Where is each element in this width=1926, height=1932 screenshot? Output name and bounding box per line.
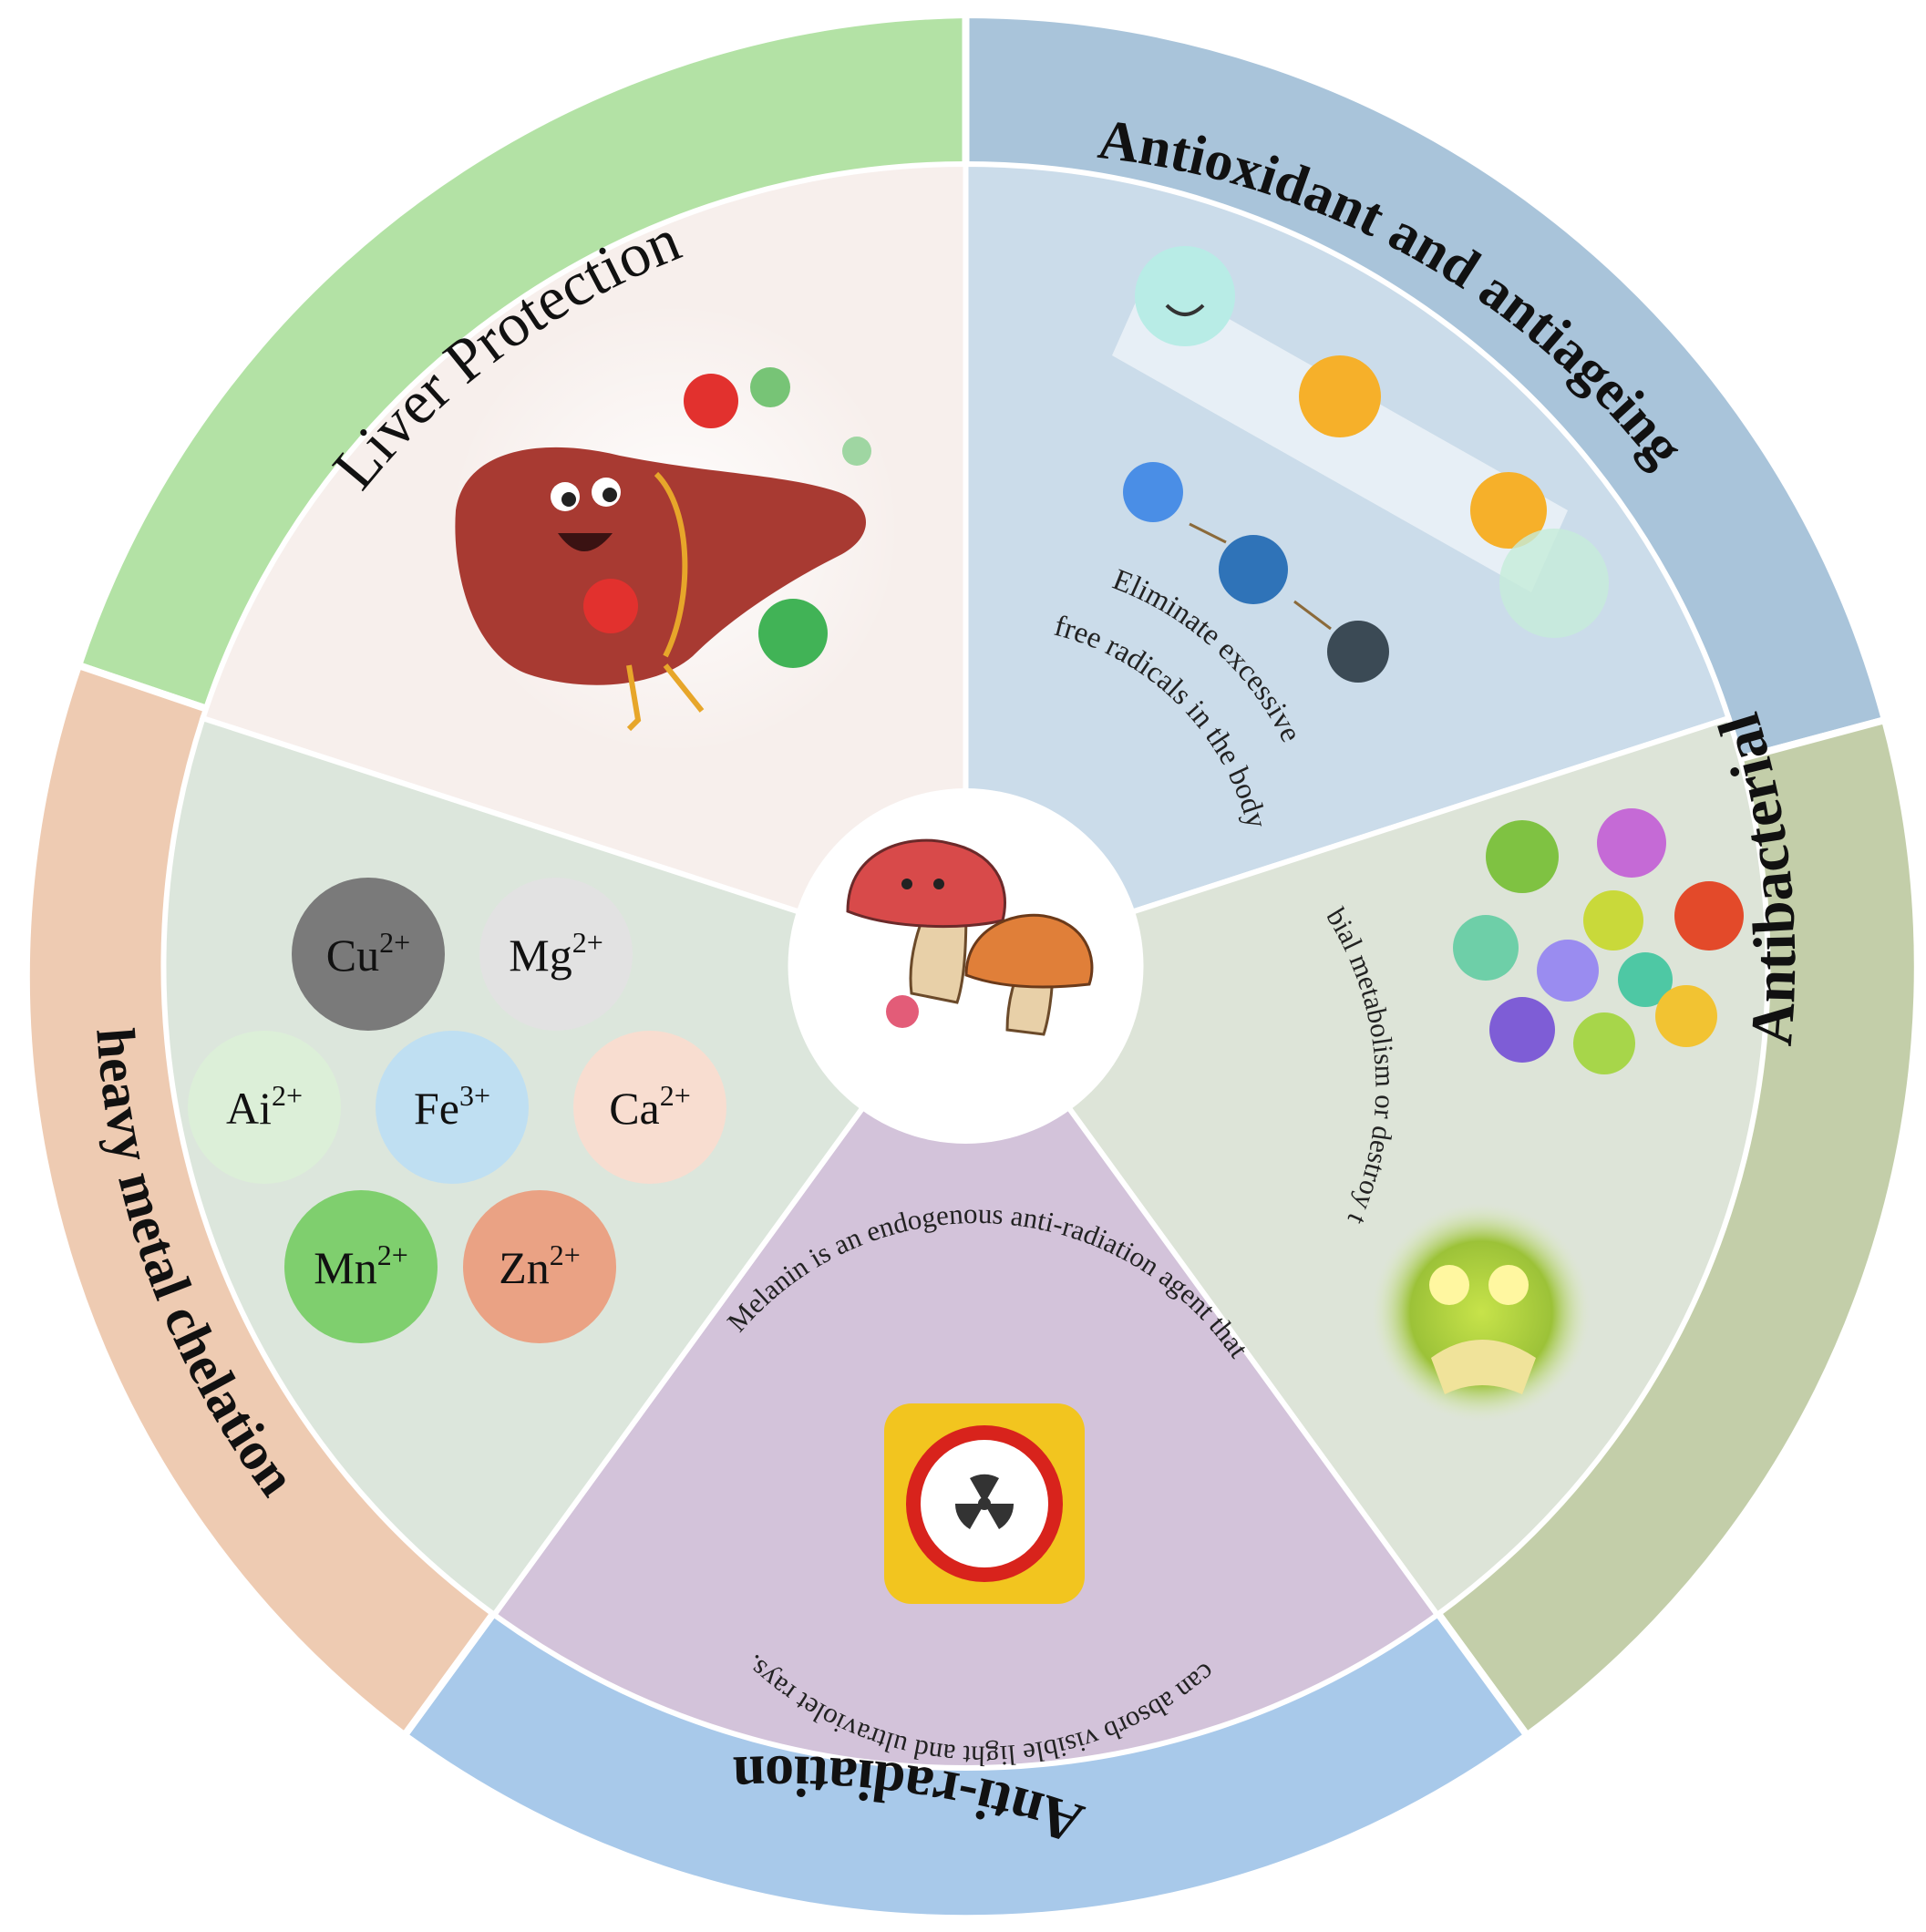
ion-fe: Fe3+	[376, 1031, 529, 1184]
ion-ai-label: Ai2+	[226, 1079, 303, 1134]
mushroom-mascot-icon	[846, 838, 1094, 1036]
ion-mn-label: Mn2+	[314, 1238, 408, 1293]
ion-mg: Mg2+	[479, 878, 633, 1031]
ion-mn: Mn2+	[284, 1190, 438, 1343]
ion-ca: Ca2+	[573, 1031, 726, 1184]
ion-mn-circle	[284, 1190, 438, 1343]
ion-ca-label: Ca2+	[609, 1079, 691, 1134]
radiation-sign-icon	[884, 1403, 1085, 1604]
ion-cu: Cu2+	[292, 878, 445, 1031]
ion-zn-label: Zn2+	[499, 1238, 581, 1293]
sector-anti-radiation	[490, 961, 1441, 1771]
ion-zn: Zn2+	[463, 1190, 616, 1343]
ion-mg-circle	[479, 878, 633, 1031]
ion-ai-circle	[188, 1031, 341, 1184]
germ-cluster-icon	[1372, 808, 1744, 1422]
liver-boxer-icon	[447, 301, 902, 756]
ion-fe-label: Fe3+	[414, 1079, 490, 1134]
ion-zn-circle	[463, 1190, 616, 1343]
ion-cu-label: Cu2+	[326, 926, 410, 981]
ion-cluster: Cu2+ Mg2+ Ai2+ Fe3+ Ca2+ Mn2+ Zn2+	[188, 878, 726, 1343]
ion-fe-circle	[376, 1031, 529, 1184]
ion-cu-circle	[292, 878, 445, 1031]
ion-ai: Ai2+	[188, 1031, 341, 1184]
ion-ca-circle	[573, 1031, 726, 1184]
free-radical-icon	[1112, 246, 1609, 683]
ion-mg-label: Mg2+	[509, 926, 603, 981]
